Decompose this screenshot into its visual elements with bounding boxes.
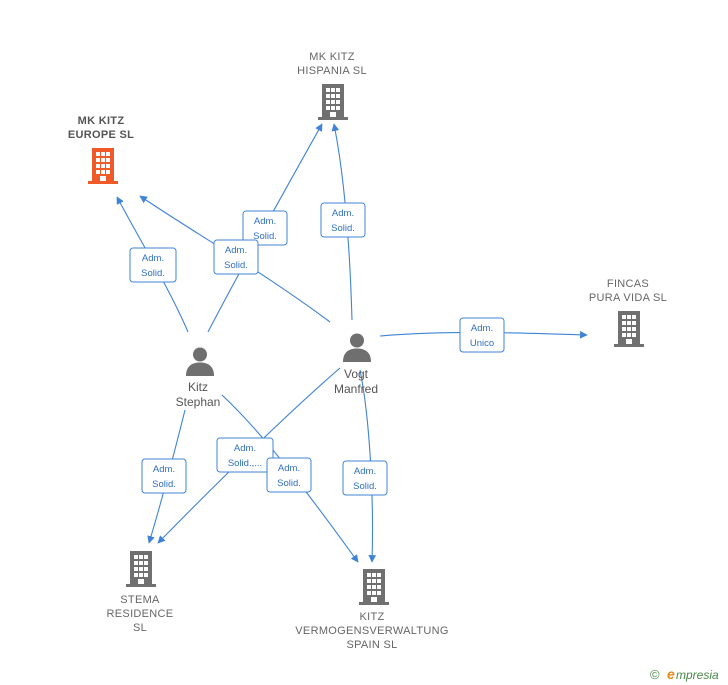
relation-badge-box bbox=[320, 202, 366, 238]
building-icon bbox=[318, 84, 348, 120]
relation-badge-text: Adm. bbox=[354, 466, 376, 477]
relation-badge-text: Unico bbox=[470, 338, 494, 349]
relation-badge-vogt-europe[interactable]: Adm. Solid. bbox=[213, 239, 259, 275]
relation-badge-vogt-vermogen[interactable]: Adm. Solid. bbox=[342, 460, 388, 496]
copyright-symbol: © bbox=[650, 667, 660, 682]
company-label: RESIDENCE bbox=[107, 608, 174, 620]
building-icon bbox=[88, 148, 118, 184]
company-label: FINCAS bbox=[607, 278, 649, 290]
company-label: STEMA bbox=[120, 594, 160, 606]
relation-badge-text: Adm. bbox=[142, 253, 164, 264]
relation-badge-text: Solid. bbox=[152, 479, 176, 490]
company-label: HISPANIA SL bbox=[297, 65, 367, 77]
footer-brand[interactable]: © e mpresia bbox=[650, 666, 719, 682]
person-icon bbox=[186, 347, 214, 376]
company-label: SPAIN SL bbox=[346, 639, 397, 651]
relation-badge-kitz-europe[interactable]: Adm. Solid. bbox=[129, 247, 177, 283]
relation-badge-text: Adm. bbox=[225, 245, 247, 256]
company-node-fincas[interactable]: FINCAS PURA VIDA SL bbox=[589, 278, 667, 347]
relation-badge-kitz-hispania[interactable]: Adm. Solid. bbox=[242, 210, 288, 246]
relation-badge-box bbox=[242, 210, 288, 246]
relation-badges-layer: Adm. Solid. Adm. Solid. Adm. Solid. Adm. Solid.… bbox=[129, 202, 505, 496]
building-icon bbox=[126, 551, 156, 587]
nodes-layer: MK KITZ EUROPE SL MK KITZ HISPANIA SL FINCAS… bbox=[68, 51, 667, 651]
relation-badge-vogt-stema[interactable]: Adm. Solid.,... bbox=[216, 437, 274, 473]
relation-badge-vogt-fincas[interactable]: Adm. Unico bbox=[459, 317, 505, 353]
company-node-europe[interactable]: MK KITZ EUROPE SL bbox=[68, 115, 134, 184]
relation-badge-kitz-stema[interactable]: Adm. Solid. bbox=[141, 458, 187, 494]
person-label: Vogt bbox=[344, 367, 369, 381]
person-label: Stephan bbox=[176, 395, 221, 409]
relation-badge-text: Solid. bbox=[253, 231, 277, 242]
relation-badge-box bbox=[459, 317, 505, 353]
company-label: PURA VIDA SL bbox=[589, 292, 667, 304]
company-label: KITZ bbox=[359, 611, 384, 623]
company-label: MK KITZ bbox=[309, 51, 355, 63]
relation-badge-text: Solid.,... bbox=[228, 458, 262, 469]
relation-badge-box bbox=[266, 457, 312, 493]
relation-badge-text: Adm. bbox=[254, 216, 276, 227]
brand-name: mpresia bbox=[676, 668, 719, 682]
person-label: Kitz bbox=[188, 380, 208, 394]
brand-initial: e bbox=[667, 666, 675, 682]
relation-badge-text: Adm. bbox=[234, 443, 256, 454]
relation-badge-text: Adm. bbox=[278, 463, 300, 474]
company-node-vermogen[interactable]: KITZ VERMOGENSVERWALTUNG SPAIN SL bbox=[295, 569, 448, 651]
relation-badge-box bbox=[129, 247, 177, 283]
relation-badge-text: Solid. bbox=[353, 481, 377, 492]
person-label: Manfred bbox=[334, 382, 378, 396]
company-label: VERMOGENSVERWALTUNG bbox=[295, 625, 448, 637]
building-icon bbox=[614, 311, 644, 347]
relation-badge-text: Adm. bbox=[332, 208, 354, 219]
relation-badge-text: Solid. bbox=[224, 260, 248, 271]
company-node-hispania[interactable]: MK KITZ HISPANIA SL bbox=[297, 51, 367, 120]
relation-badge-box bbox=[213, 239, 259, 275]
relation-badge-text: Solid. bbox=[331, 223, 355, 234]
relation-badge-box bbox=[216, 437, 274, 473]
company-node-stema[interactable]: STEMA RESIDENCE SL bbox=[107, 551, 174, 634]
relation-badge-box bbox=[342, 460, 388, 496]
company-label: MK KITZ bbox=[78, 115, 125, 127]
relation-badge-text: Solid. bbox=[141, 268, 165, 279]
building-icon bbox=[359, 569, 389, 605]
person-icon bbox=[343, 333, 371, 362]
company-label: SL bbox=[133, 622, 147, 634]
company-label: EUROPE SL bbox=[68, 129, 134, 141]
relation-badge-text: Solid. bbox=[277, 478, 301, 489]
relation-badge-text: Adm. bbox=[471, 323, 493, 334]
relation-badge-box bbox=[141, 458, 187, 494]
relation-badge-kitz-vermogen[interactable]: Adm. Solid. bbox=[266, 457, 312, 493]
relation-badge-text: Adm. bbox=[153, 464, 175, 475]
relation-badge-vogt-hispania[interactable]: Adm. Solid. bbox=[320, 202, 366, 238]
